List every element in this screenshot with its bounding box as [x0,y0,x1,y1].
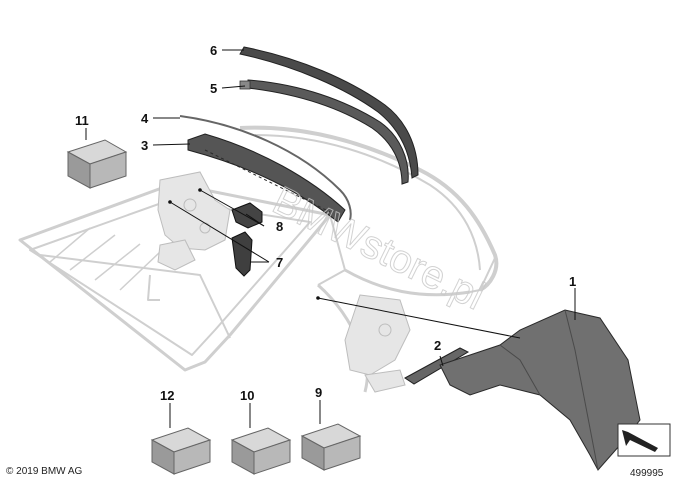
leader-dots [168,188,320,300]
hinge-mechanism-left [157,171,231,271]
callout-11: 11 [75,113,89,128]
callout-9: 9 [315,385,323,400]
trim-panel-part-1-crease [564,309,599,471]
box-leaders [169,400,321,428]
kit-box-part-11 [66,139,128,189]
trim-part-2 [404,347,470,385]
callout-4: 4 [141,111,149,126]
kit-box-part-9 [300,423,362,471]
bar-part-3-detail [204,149,331,213]
callout-7: 7 [276,255,284,270]
clip-part-5 [239,80,251,90]
copyright-notice: © 2019 BMW AG [6,466,83,477]
callout-6: 6 [210,43,218,58]
bracket-part-8 [231,202,263,229]
hinge-mechanism-right [344,294,411,393]
callout-1: 1 [569,274,577,289]
callout-12: 12 [160,388,175,403]
diagram-number: 499995 [630,468,664,479]
callout-5: 5 [210,81,218,96]
leader-lines [85,49,576,367]
seal-strip-part-5 [247,79,409,185]
trim-panel-part-1-edge [499,344,541,396]
rod-part-4 [179,115,352,221]
kit-box-part-10 [230,427,292,475]
orientation-arrow-icon [617,423,671,457]
callout-8: 8 [276,219,284,234]
kit-box-part-12 [150,427,212,475]
trim-panel-part-1 [439,309,641,471]
seal-strip-part-6 [239,46,419,179]
callout-10: 10 [240,388,255,403]
callout-3: 3 [141,138,149,153]
bracket-part-7 [231,231,253,277]
callout-2: 2 [434,338,442,353]
